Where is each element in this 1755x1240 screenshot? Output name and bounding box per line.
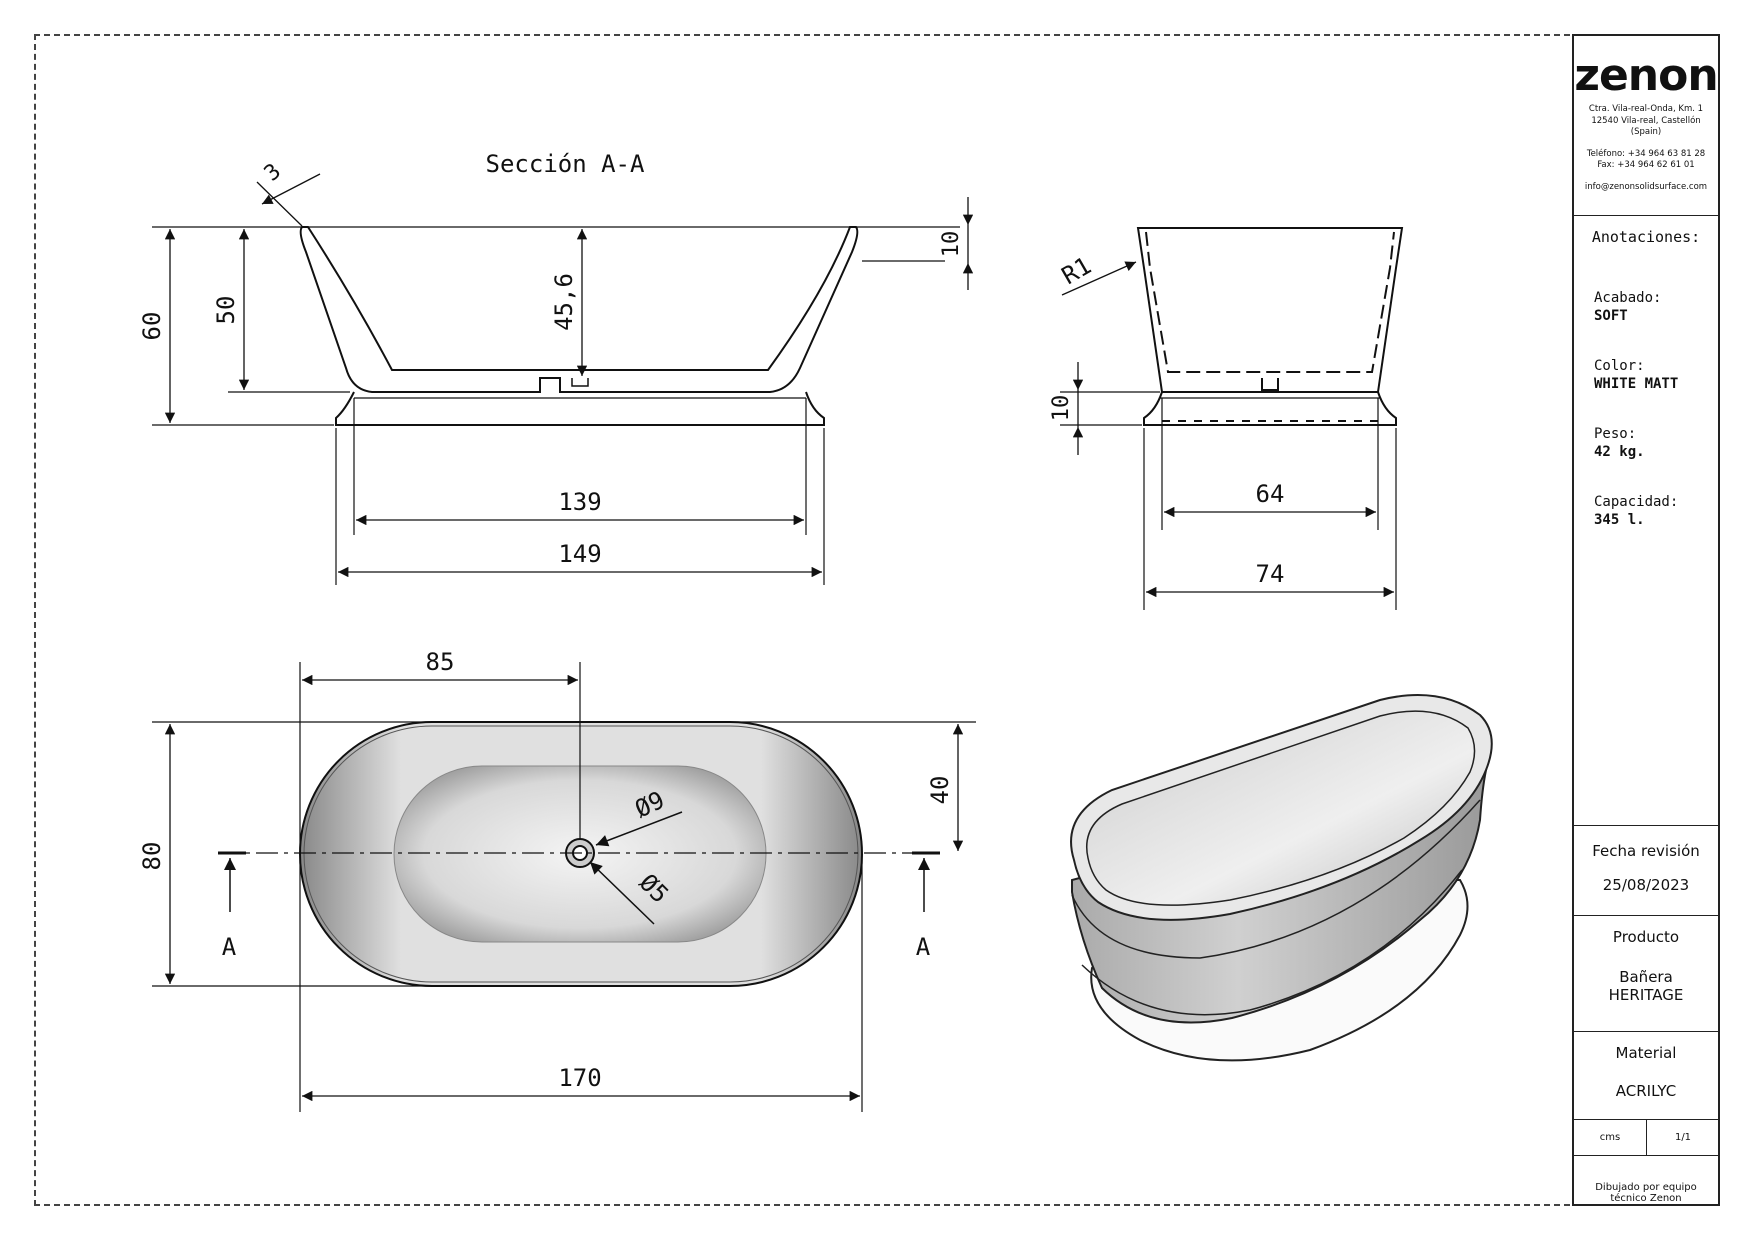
dim-depth: 45,6 — [550, 273, 578, 331]
section-tub-outline — [299, 226, 859, 393]
company-email: info@zenonsolidsurface.com — [1584, 181, 1708, 192]
dim-length-total: 170 — [558, 1064, 601, 1092]
material-label: Material — [1615, 1044, 1677, 1062]
units: cms — [1574, 1120, 1647, 1155]
dim-width-base: 74 — [1256, 560, 1285, 588]
section-title: Sección A-A — [486, 150, 645, 178]
finish-value: SOFT — [1594, 308, 1628, 324]
side-view: R1 10 64 74 — [1049, 227, 1404, 610]
revision-value: 25/08/2023 — [1602, 876, 1690, 894]
finish-label: Acabado: — [1594, 290, 1662, 306]
material-section: Material ACRILYC — [1574, 1032, 1718, 1120]
drawn-by-section: Dibujado por equipo técnico Zenon — [1574, 1156, 1718, 1206]
section-mark-right: A — [916, 933, 931, 961]
capacity-label: Capacidad: — [1594, 494, 1679, 510]
scale-section: cms 1/1 — [1574, 1120, 1718, 1156]
company-address-1: Ctra. Vila-real-Onda, Km. 1 — [1588, 104, 1704, 114]
scale: 1/1 — [1674, 1132, 1692, 1143]
technical-drawing: Sección A-A 3 60 — [138, 150, 1493, 1112]
drawn-by-1: Dibujado por equipo — [1595, 1182, 1697, 1193]
annotations-section: Anotaciones: Acabado: SOFT Color: WHITE … — [1574, 216, 1718, 826]
company-address-3: (Spain) — [1630, 127, 1662, 137]
company-fax: Fax: +34 964 62 61 01 — [1597, 160, 1695, 170]
top-view: 85 40 80 Ø9 Ø5 170 A A — [138, 648, 976, 1112]
company-phone: Teléfono: +34 964 63 81 28 — [1586, 148, 1706, 159]
dim-len-inner: 139 — [558, 488, 601, 516]
section-view: Sección A-A 3 60 — [138, 150, 974, 585]
product-value-1: Bañera — [1619, 968, 1673, 986]
dim-rim: 10 — [939, 231, 964, 258]
dim-height-inner: 50 — [212, 296, 240, 325]
iso-view — [1070, 694, 1493, 1062]
dim-half-width: 40 — [926, 776, 954, 805]
section-base — [335, 391, 825, 426]
dim-lip: 3 — [260, 159, 286, 187]
weight-label: Peso: — [1594, 426, 1637, 442]
dim-width-inner: 64 — [1256, 480, 1285, 508]
company-logo: zenon — [1574, 50, 1718, 101]
capacity-value: 345 l. — [1594, 512, 1645, 528]
title-block: zenon Ctra. Vila-real-Onda, Km. 1 12540 … — [1572, 34, 1720, 1206]
side-base — [1143, 391, 1397, 426]
revision-label: Fecha revisión — [1592, 842, 1700, 860]
dim-drain-x: 85 — [426, 648, 455, 676]
dim-len-base: 149 — [558, 540, 601, 568]
company-address-2: 12540 Vila-real, Castellón — [1591, 115, 1701, 126]
weight-value: 42 kg. — [1594, 444, 1645, 460]
material-value: ACRILYC — [1615, 1082, 1677, 1100]
revision-section: Fecha revisión 25/08/2023 — [1574, 826, 1718, 916]
dim-radius: R1 — [1057, 251, 1096, 290]
product-section: Producto Bañera HERITAGE — [1574, 916, 1718, 1032]
product-label: Producto — [1612, 928, 1680, 946]
side-tub-outline — [1136, 227, 1404, 393]
annotations-title: Anotaciones: — [1591, 228, 1701, 246]
drawn-by-2: técnico Zenon — [1610, 1193, 1682, 1204]
dim-height-total: 60 — [138, 312, 166, 341]
dim-width-total: 80 — [138, 842, 166, 871]
section-mark-left: A — [222, 933, 237, 961]
color-value: WHITE MATT — [1594, 376, 1679, 392]
product-value-2: HERITAGE — [1608, 986, 1684, 1004]
color-label: Color: — [1594, 358, 1645, 374]
company-section: zenon Ctra. Vila-real-Onda, Km. 1 12540 … — [1574, 36, 1719, 216]
dim-base-height: 10 — [1049, 395, 1074, 422]
